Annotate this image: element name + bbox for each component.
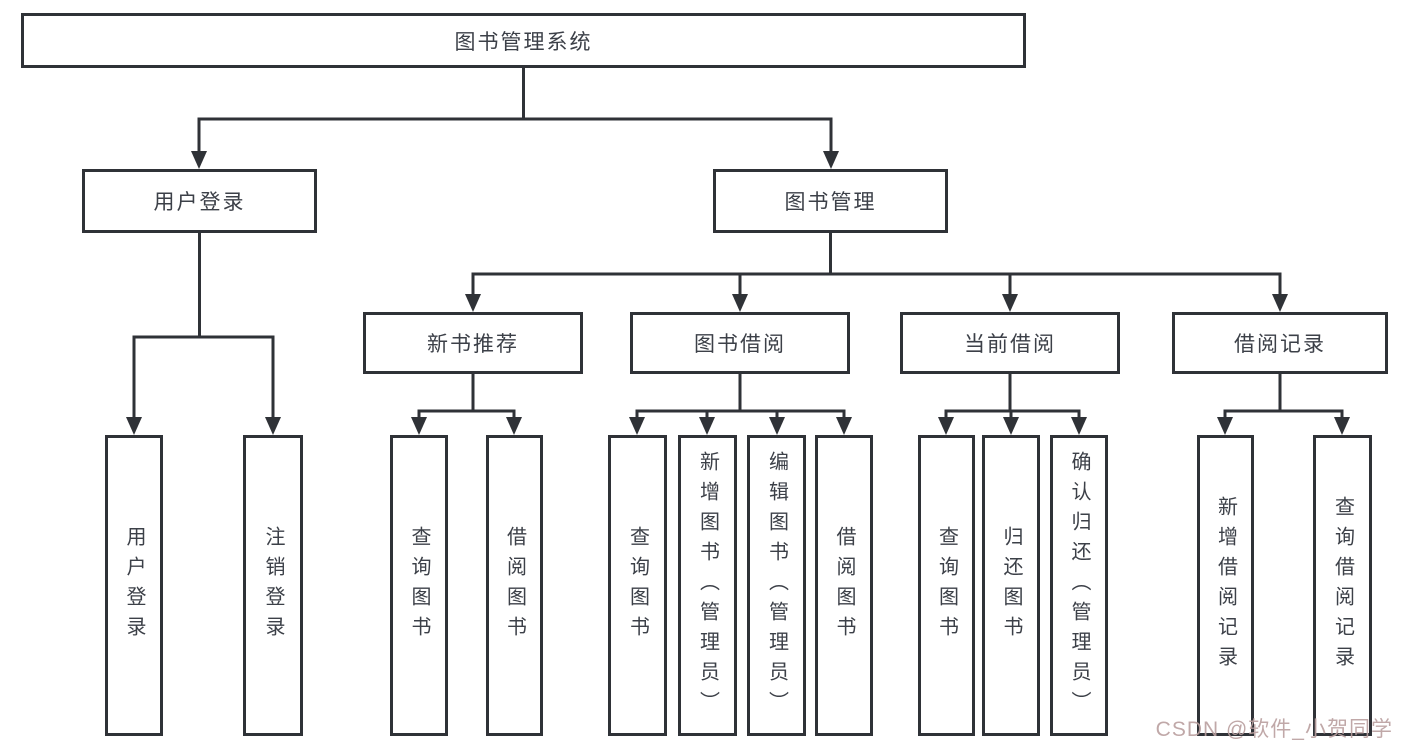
leaf-confirm-return-admin: 确认归还（管理员） <box>1050 435 1108 736</box>
leaf-label: 新增借阅记录 <box>1214 495 1237 676</box>
leaf-borrow-books: 借阅图书 <box>815 435 873 736</box>
leaf-query-books-current: 查询图书 <box>918 435 975 736</box>
node-label: 图书借阅 <box>694 333 786 356</box>
leaf-edit-book-admin: 编辑图书（管理员） <box>747 435 806 736</box>
leaf-return-books: 归还图书 <box>982 435 1040 736</box>
node-library-management-system: 图书管理系统 <box>21 13 1026 68</box>
node-book-borrow: 图书借阅 <box>630 312 850 374</box>
node-label: 新书推荐 <box>427 333 519 356</box>
leaf-label: 查询图书 <box>626 525 649 646</box>
node-label: 当前借阅 <box>964 333 1056 356</box>
leaf-logout: 注销登录 <box>243 435 303 736</box>
leaf-query-borrow-record: 查询借阅记录 <box>1313 435 1372 736</box>
leaf-add-book-admin: 新增图书（管理员） <box>678 435 737 736</box>
leaf-label: 注销登录 <box>262 525 284 646</box>
leaf-label: 确认归还（管理员） <box>1068 450 1090 721</box>
node-new-book-recommend: 新书推荐 <box>363 312 583 374</box>
node-borrow-records: 借阅记录 <box>1172 312 1388 374</box>
node-user-login: 用户登录 <box>82 169 317 233</box>
leaf-user-login: 用户登录 <box>105 435 163 736</box>
leaf-label: 归还图书 <box>1000 525 1022 646</box>
leaf-label: 查询图书 <box>935 525 958 646</box>
leaf-label: 查询借阅记录 <box>1331 495 1354 676</box>
node-label: 用户登录 <box>153 191 246 214</box>
leaf-label: 查询图书 <box>408 525 430 646</box>
leaf-label: 编辑图书（管理员） <box>765 450 788 721</box>
csdn-watermark: CSDN @软件_小贺同学 <box>1155 718 1393 741</box>
leaf-label: 借阅图书 <box>503 525 526 646</box>
node-book-management: 图书管理 <box>713 169 948 233</box>
node-label: 图书管理系统 <box>454 30 593 54</box>
leaf-query-books-borrow: 查询图书 <box>608 435 667 736</box>
leaf-query-books-recommend: 查询图书 <box>390 435 448 736</box>
node-label: 借阅记录 <box>1234 333 1326 356</box>
leaf-label: 借阅图书 <box>833 525 855 646</box>
leaf-label: 用户登录 <box>123 525 145 646</box>
node-current-borrow: 当前借阅 <box>900 312 1120 374</box>
leaf-add-borrow-record: 新增借阅记录 <box>1197 435 1254 736</box>
leaf-borrow-books-recommend: 借阅图书 <box>486 435 543 736</box>
node-label: 图书管理 <box>784 191 877 214</box>
leaf-label: 新增图书（管理员） <box>696 450 719 721</box>
